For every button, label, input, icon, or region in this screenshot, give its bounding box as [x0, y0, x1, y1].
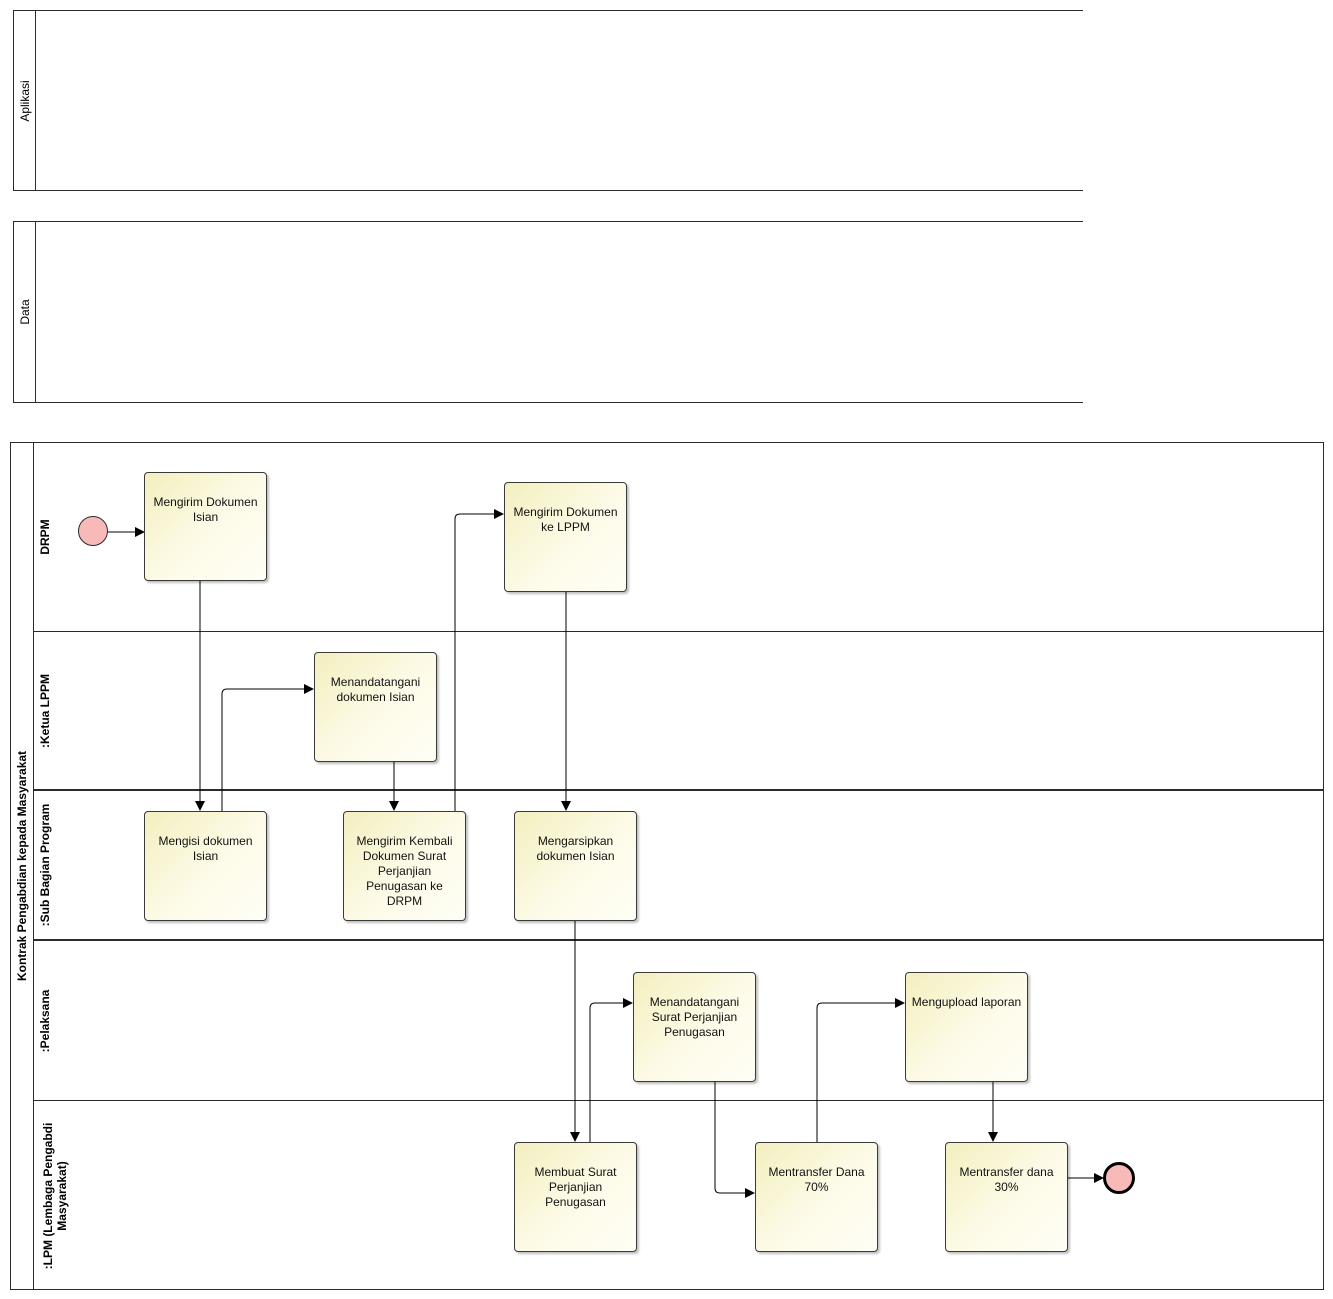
task-menandatangani-dokumen-isian[interactable]: Menandatangani dokumen Isian: [314, 652, 437, 762]
task-mengarsipkan-dokumen-isian[interactable]: Mengarsipkan dokumen Isian: [514, 811, 637, 921]
task-mengisi-dokumen-isian[interactable]: Mengisi dokumen Isian: [144, 811, 267, 921]
pool-data: Data: [13, 221, 1083, 403]
lane-sub-bagian-program: :Sub Bagian Program: [33, 791, 1324, 941]
pool-data-header: Data: [14, 222, 36, 402]
task-mengirim-dokumen-isian[interactable]: Mengirim Dokumen Isian: [144, 472, 267, 581]
task-membuat-surat-perjanjian[interactable]: Membuat Surat Perjanjian Penugasan: [514, 1142, 637, 1252]
task-mengirim-dokumen-ke-lppm[interactable]: Mengirim Dokumen ke LPPM: [504, 482, 627, 592]
flow-t3-to-t2: [221, 684, 314, 811]
flow-t7-to-t8: [589, 998, 633, 1142]
pool-main-header: Kontrak Pengabdian kepada Masyarakat: [11, 443, 34, 1289]
task-mentransfer-dana-30[interactable]: Mentransfer dana 30%: [945, 1142, 1068, 1252]
pool-aplikasi-header: Aplikasi: [14, 11, 36, 190]
end-event[interactable]: [1103, 1162, 1135, 1194]
lane-pelaksana: :Pelaksana: [33, 941, 1324, 1101]
lane-ketua-lppm: :Ketua LPPM: [33, 632, 1324, 791]
flow-t4-to-t5: [454, 509, 504, 811]
start-event[interactable]: [78, 516, 108, 546]
task-mengupload-laporan[interactable]: Mengupload laporan: [905, 972, 1028, 1082]
task-mentransfer-dana-70[interactable]: Mentransfer Dana 70%: [755, 1142, 878, 1252]
lane-drpm: DRPM: [33, 442, 1324, 632]
flow-t8-to-t9: [714, 1082, 755, 1198]
pool-aplikasi: Aplikasi: [13, 10, 1083, 191]
task-menandatangani-surat-perjanjian[interactable]: Menandatangani Surat Perjanjian Penugasa…: [633, 972, 756, 1082]
task-mengirim-kembali-dokumen[interactable]: Mengirim Kembali Dokumen Surat Perjanjia…: [343, 811, 466, 921]
flow-t9-to-t10: [816, 998, 905, 1142]
